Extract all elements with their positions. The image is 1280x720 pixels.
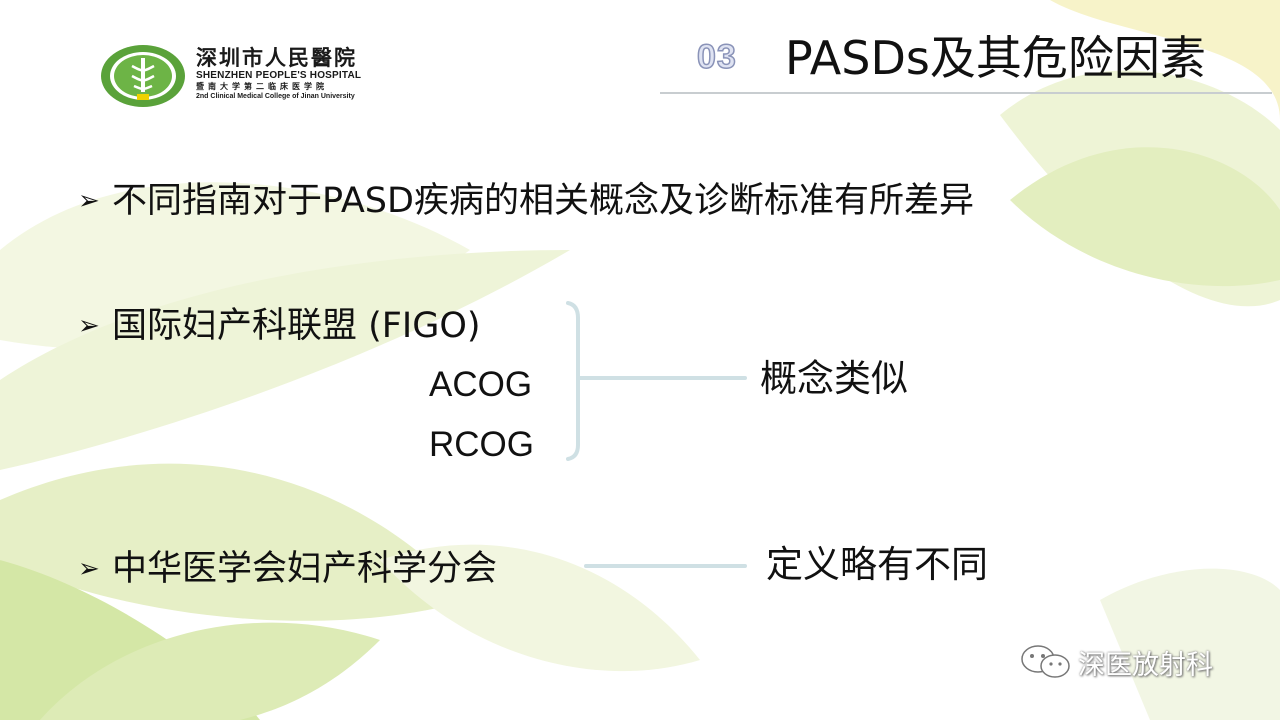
acog-label: ACOG	[429, 365, 533, 404]
note-similar-concepts: 概念类似	[760, 357, 908, 400]
bg-leaf-bottom-left	[0, 463, 470, 621]
bg-leaf-bottom-mid	[380, 544, 700, 672]
bullet-arrow-icon: ➢	[78, 554, 100, 584]
bullet-arrow-icon: ➢	[78, 311, 100, 341]
bg-leaf-bottom-green2	[40, 622, 380, 720]
bullet-guidelines-text: 不同指南对于PASD疾病的相关概念及诊断标准有所差异	[112, 181, 974, 221]
bullet-figo-text: 国际妇产科联盟 (FIGO)	[112, 306, 481, 346]
hospital-affiliation-en: 2nd Clinical Medical College of Jinan Un…	[196, 93, 355, 100]
hospital-name-en: SHENZHEN PEOPLE'S HOSPITAL	[196, 70, 362, 81]
rcog-label: RCOG	[429, 425, 534, 464]
hospital-affiliation-cn: 暨南大学第二临床医学院	[196, 82, 328, 91]
bg-leaf-right-mid	[1010, 147, 1280, 287]
brace-bracket	[566, 301, 580, 461]
section-number: 03	[696, 37, 737, 77]
watermark-text: 深医放射科	[1078, 649, 1213, 681]
bg-leaf-bottom-right	[1100, 568, 1280, 720]
bg-leaf-left-band	[0, 250, 570, 470]
title-divider	[660, 92, 1272, 94]
slide-title: PASDs及其危险因素	[785, 31, 1206, 85]
wechat-icon	[1021, 645, 1070, 678]
note-definitions-differ: 定义略有不同	[766, 543, 988, 586]
bullet-arrow-icon: ➢	[78, 186, 100, 216]
bullet-figo: ➢ 国际妇产科联盟 (FIGO)	[78, 303, 481, 349]
bg-leaf-top-right	[1050, 0, 1280, 120]
hospital-name-cn: 深圳市人民醫院	[196, 45, 357, 70]
hospital-logo-text: 深圳市人民醫院 SHENZHEN PEOPLE'S HOSPITAL 暨南大学第…	[196, 46, 361, 102]
wechat-watermark: 深医放射科	[1018, 642, 1213, 682]
bullet-csog-text: 中华医学会妇产科学分会	[112, 549, 498, 589]
hospital-emblem-icon	[101, 45, 185, 107]
bullet-csog: ➢ 中华医学会妇产科学分会	[78, 546, 497, 592]
bullet-guidelines: ➢ 不同指南对于PASD疾病的相关概念及诊断标准有所差异	[78, 178, 974, 224]
